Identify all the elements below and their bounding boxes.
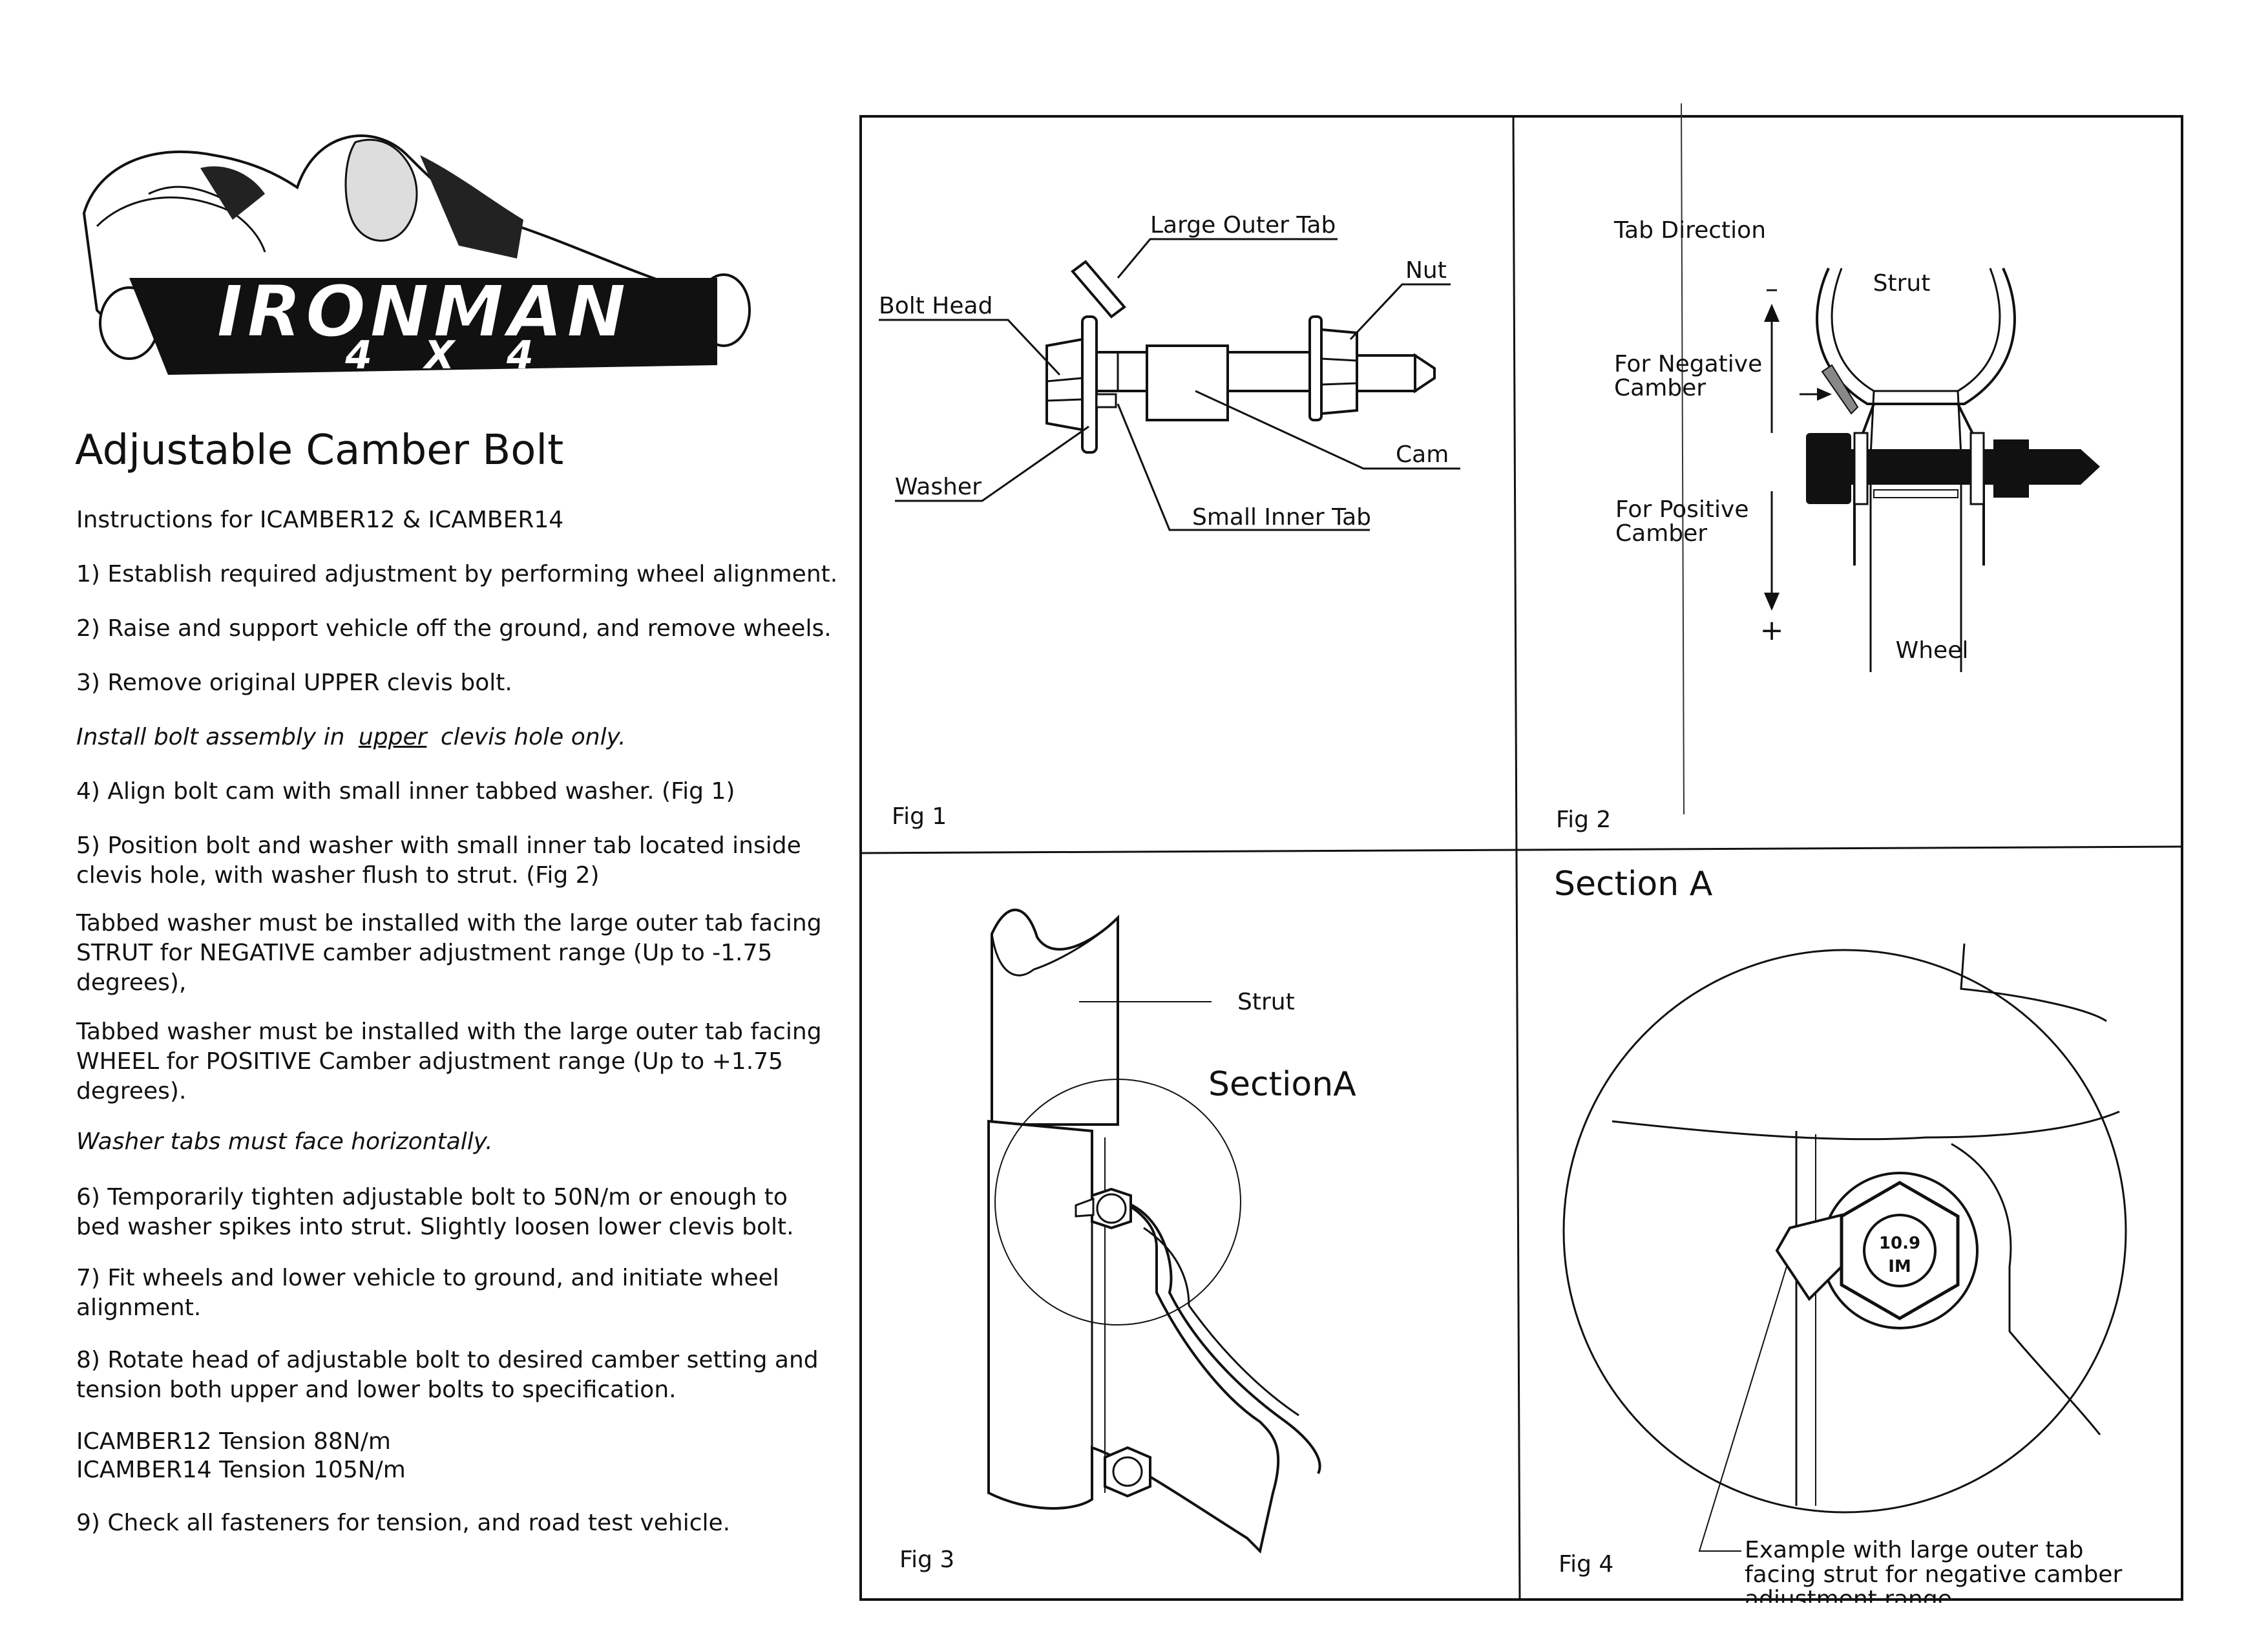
tension-icamber12: ICAMBER12 Tension 88N/m [76, 1428, 391, 1455]
step-6: 6) Temporarily tighten adjustable bolt t… [76, 1184, 794, 1240]
fig2-label-strut: Strut [1873, 270, 1931, 297]
fig3-strut-tube [991, 908, 1119, 1126]
note-positive: Tabbed washer must be installed with the… [76, 1019, 822, 1104]
install-note: Install bolt assembly in upper clevis ho… [76, 723, 839, 752]
instructions-subtitle: Instructions for ICAMBER12 & ICAMBER14 [76, 507, 564, 533]
fig1-small-inner-tab [1095, 393, 1117, 408]
step-4: 4) Align bolt cam with small inner tabbe… [76, 778, 735, 805]
fig1-caption: Fig 1 [892, 803, 947, 830]
fig2-label-plus: + [1760, 614, 1784, 647]
fig2-label-tab-direction: Tab Direction [1613, 217, 1766, 244]
figures-divider-vertical [1512, 116, 1521, 1600]
fig2-bolt-head [1806, 433, 1851, 504]
figures-divider-horizontal [860, 845, 2183, 854]
note-negative: Tabbed washer must be installed with the… [76, 910, 822, 996]
step-8: 8) Rotate head of adjustable bolt to des… [76, 1347, 819, 1403]
fig2-label-negative-2: Camber [1614, 375, 1706, 401]
fig4-caption: Fig 4 [1559, 1551, 1613, 1578]
fig1-bolt-head [1045, 337, 1084, 432]
step-2: 2) Raise and support vehicle off the gro… [76, 615, 832, 642]
fig1-label-small-inner-tab: Small Inner Tab [1192, 504, 1371, 531]
fig4-example-line-1: Example with large outer tab [1745, 1537, 2084, 1563]
step-9: 9) Check all fasteners for tension, and … [76, 1510, 731, 1536]
fig3-caption: Fig 3 [899, 1547, 954, 1573]
fig2-label-positive-1: For Positive [1615, 496, 1748, 523]
fig2-bolt-shaft [1851, 449, 2013, 485]
fig4-detail-circle [1562, 949, 2127, 1514]
install-note-pre: Install bolt assembly in [76, 724, 345, 750]
fig2-large-outer-tab [1821, 364, 1859, 415]
step-5: 5) Position bolt and washer with small i… [76, 832, 801, 889]
logo-banner [129, 278, 717, 375]
step-7: 7) Fit wheels and lower vehicle to groun… [76, 1265, 779, 1321]
fig3-label-strut: Strut [1237, 989, 1295, 1015]
fig3-label-section-a: SectionA [1208, 1065, 1356, 1104]
figures-frame [859, 115, 2183, 1601]
fig1-washer [1081, 315, 1098, 454]
fig1-label-nut: Nut [1405, 257, 1447, 284]
fig1-label-large-outer-tab: Large Outer Tab [1150, 212, 1336, 238]
logo-brand: IRONMAN [216, 270, 630, 353]
fig1-bolt-diagram [1045, 260, 1436, 454]
fig2-caption: Fig 2 [1556, 807, 1611, 833]
fig1-label-washer: Washer [895, 474, 982, 500]
fig2-label-positive-2: Camber [1615, 520, 1707, 547]
fig1-nut [1320, 328, 1358, 416]
fig1-nut-washer [1308, 315, 1323, 421]
fig4-section-a-detail: 10.9 IM [1562, 943, 2127, 1514]
fig1-label-bolt-head: Bolt Head [879, 293, 992, 319]
fig2-label-minus: – [1765, 274, 1778, 304]
logo-sub: 4 X 4 [344, 333, 553, 378]
step-3: 3) Remove original UPPER clevis bolt. [76, 670, 512, 696]
fig4-label-section-a: Section A [1554, 865, 1713, 903]
fig3-section-a-circle [994, 1079, 1241, 1326]
document-title: Adjustable Camber Bolt [75, 427, 564, 474]
step-1: 1) Establish required adjustment by perf… [76, 561, 838, 587]
tension-icamber14: ICAMBER14 Tension 105N/m [76, 1457, 406, 1483]
fig2-nut [1993, 439, 2029, 498]
fig2-strut-cup [1816, 268, 2016, 405]
figures-panel: Large Outer Tab Bolt Head Nut Cam Washer… [859, 103, 2183, 1603]
fig3-strut-assembly [987, 908, 1321, 1554]
fig1-label-cam: Cam [1396, 441, 1449, 468]
fig3-clevis-bracket [987, 1119, 1280, 1554]
fig4-bolt-mark: IM [1888, 1257, 1911, 1276]
fig1-cam [1146, 344, 1229, 421]
fig4-example-line-3: adjustment range [1745, 1586, 1952, 1603]
ironman-logo: IRONMAN 4 X 4 [82, 134, 751, 378]
fig2-label-negative-1: For Negative [1614, 351, 1762, 377]
install-note-upper: upper [358, 724, 427, 750]
fig4-example-line-2: facing strut for negative camber [1745, 1561, 2122, 1588]
fig1-large-outer-tab [1071, 260, 1126, 319]
fig2-cross-section [1806, 268, 2100, 672]
install-note-post: clevis hole only. [440, 724, 626, 750]
washer-note: Washer tabs must face horizontally. [76, 1128, 493, 1155]
fig2-label-wheel: Wheel [1896, 637, 1969, 664]
fig4-bolt-grade: 10.9 [1879, 1234, 1920, 1253]
